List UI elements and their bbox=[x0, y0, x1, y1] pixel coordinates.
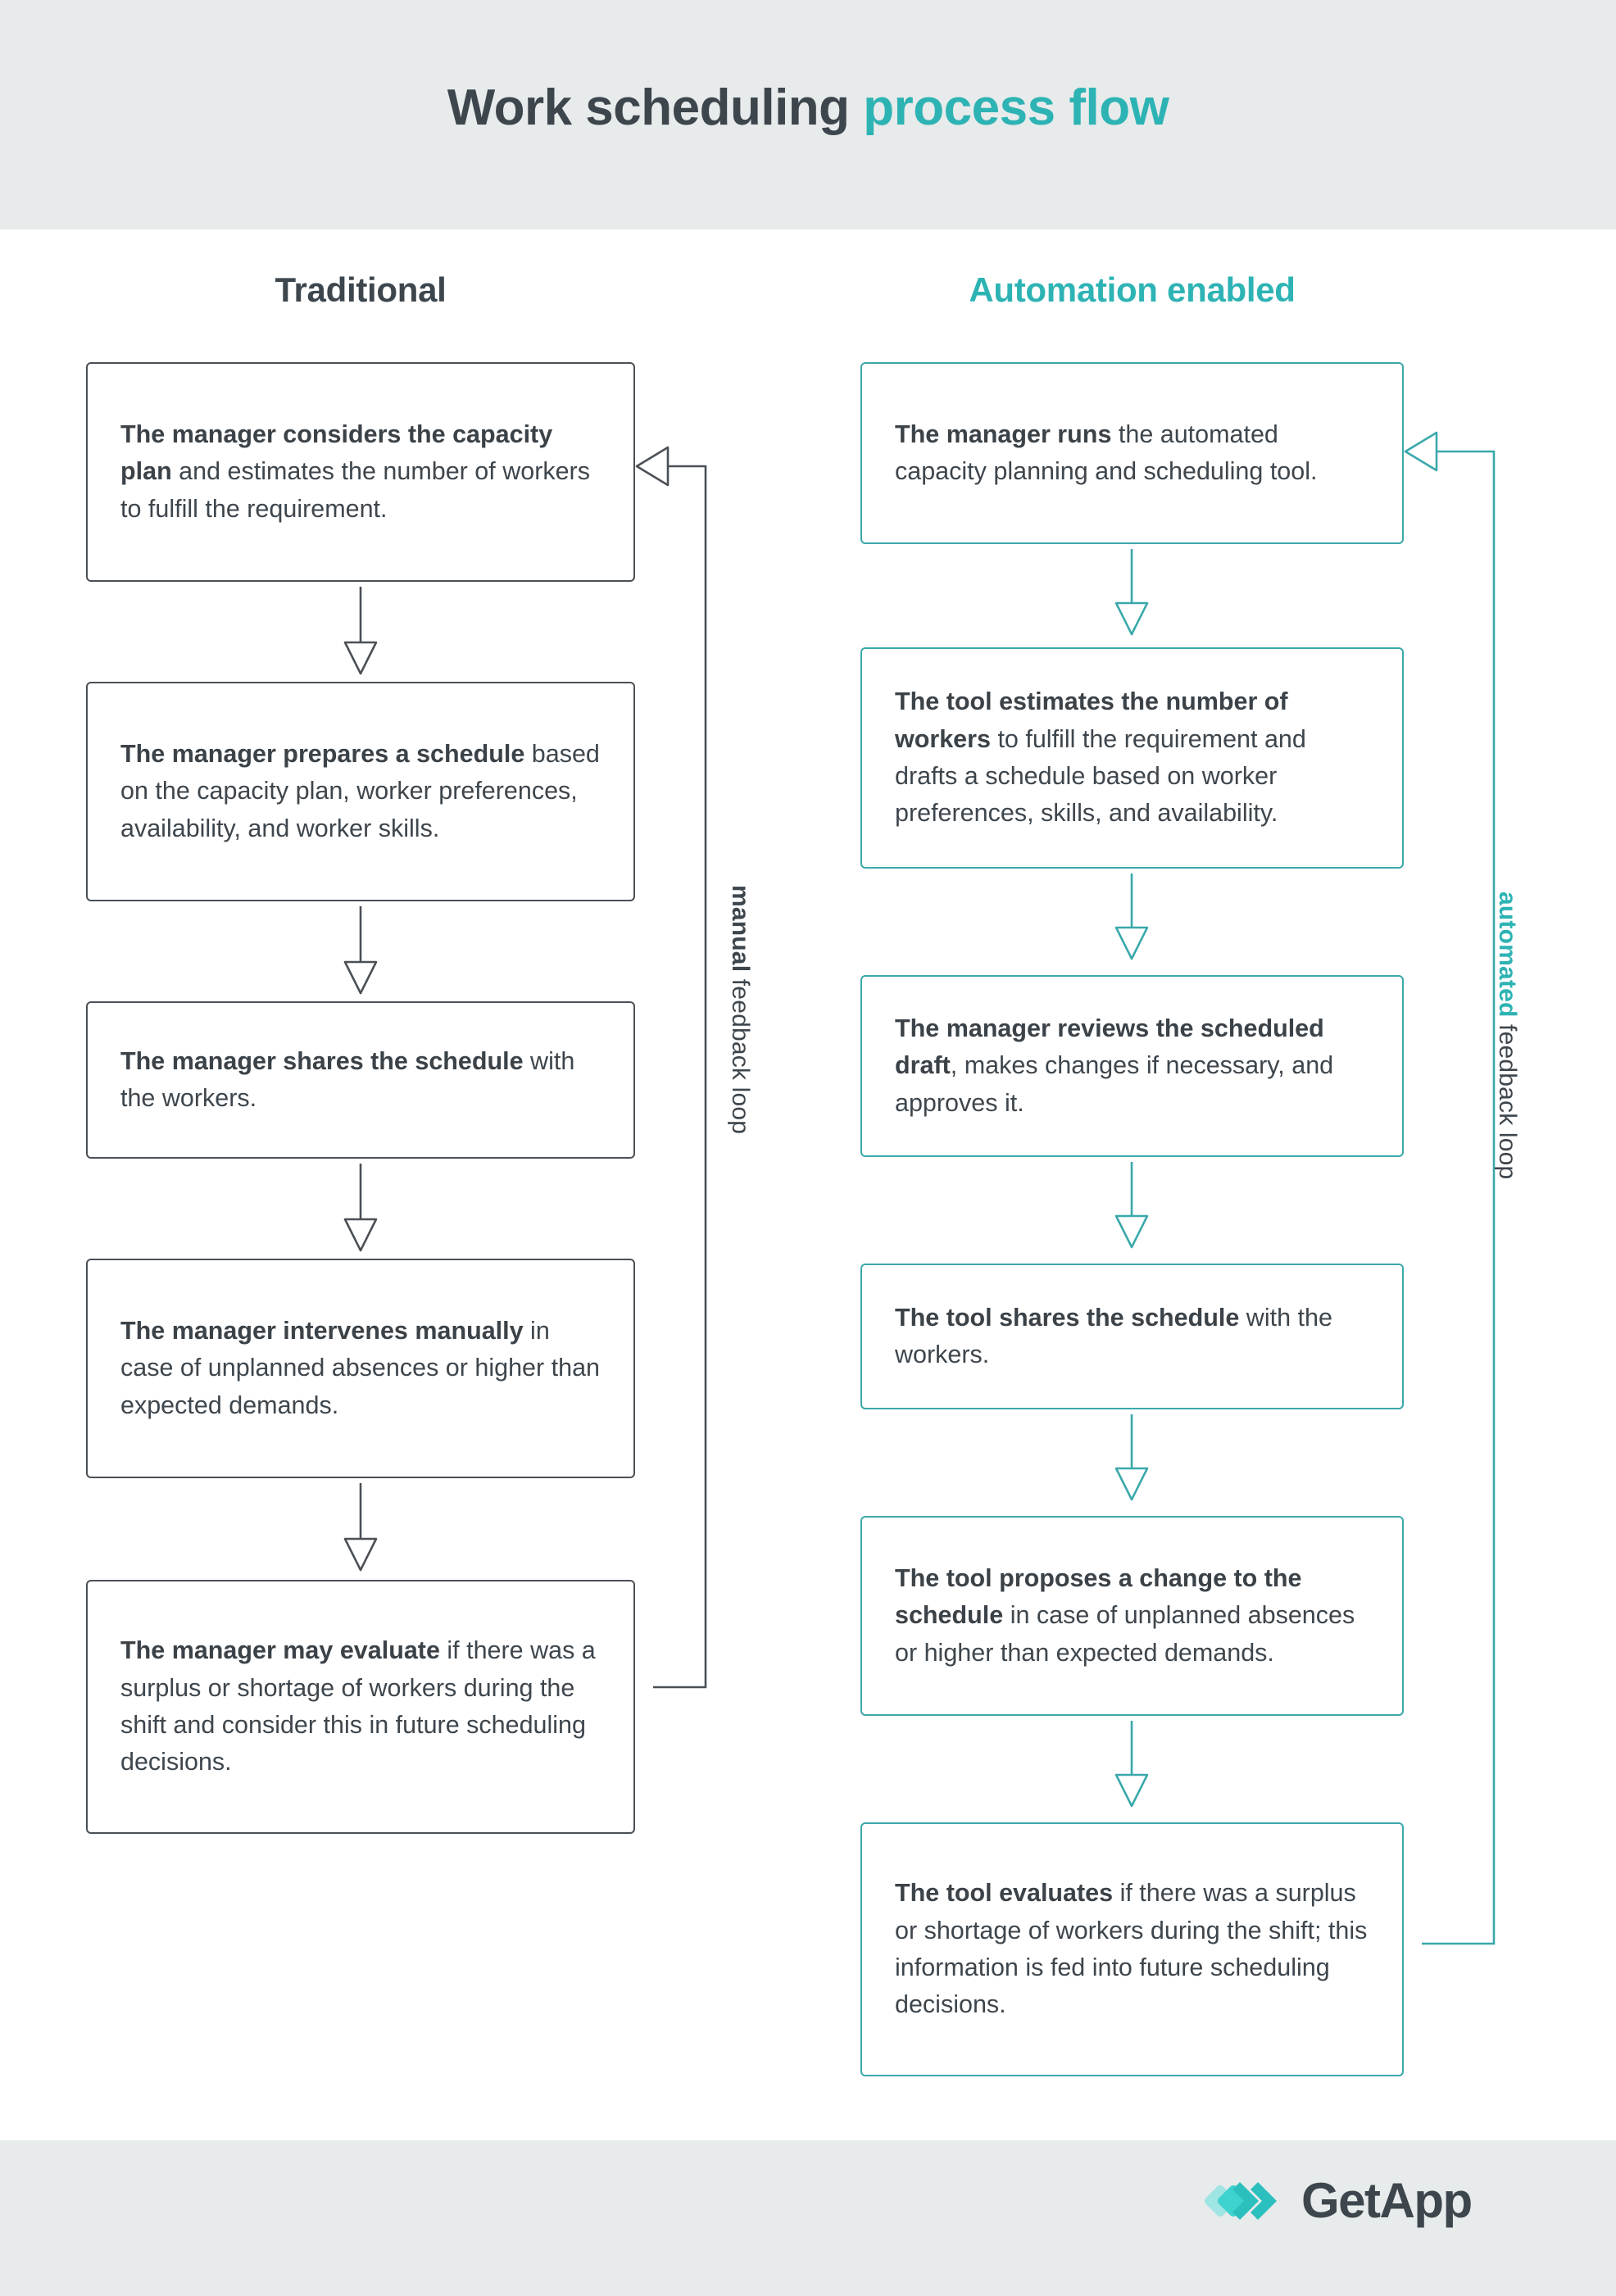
flow-box-text: The tool evaluates if there was a surplu… bbox=[862, 1875, 1402, 2024]
feedback-loop-path-icon bbox=[635, 446, 707, 1689]
flow-box-bold: The manager intervenes manually bbox=[120, 1316, 524, 1345]
down-arrow-traditional-4 bbox=[342, 1483, 379, 1573]
flow-box-text: The tool estimates the number of workers… bbox=[862, 683, 1402, 833]
arrow-down-icon bbox=[1114, 873, 1149, 960]
feedback-loop-automation bbox=[1404, 428, 1518, 1952]
flow-box-rest: to fulfill the requirement and drafts a … bbox=[895, 724, 1306, 828]
footer-band bbox=[0, 2140, 1616, 2296]
feedback-loop-path-icon bbox=[1404, 431, 1496, 1945]
feedback-loop-traditional bbox=[635, 442, 750, 1696]
flow-box-traditional-4: The manager intervenes manually in case … bbox=[86, 1259, 635, 1478]
flow-box-text: The manager reviews the scheduled draft,… bbox=[862, 1010, 1402, 1122]
flow-box-traditional-2: The manager prepares a schedule based on… bbox=[86, 682, 635, 901]
flow-box-text: The manager prepares a schedule based on… bbox=[88, 736, 633, 847]
flow-box-traditional-3: The manager shares the schedule with the… bbox=[86, 1001, 635, 1159]
down-arrow-automation-3 bbox=[1113, 1162, 1151, 1250]
page-title-accent: process flow bbox=[863, 79, 1169, 136]
loop-label-bold: automated bbox=[1494, 892, 1521, 1018]
down-arrow-automation-5 bbox=[1113, 1721, 1151, 1809]
flow-box-rest: based on the capacity plan, worker prefe… bbox=[120, 739, 600, 842]
feedback-loop-label-traditional: manual feedback loop bbox=[727, 885, 754, 1135]
flow-box-rest: and estimates the number of workers to f… bbox=[120, 457, 590, 523]
flow-box-text: The manager intervenes manually in case … bbox=[88, 1313, 633, 1424]
down-arrow-traditional-2 bbox=[342, 906, 379, 996]
down-arrow-traditional-1 bbox=[342, 587, 379, 677]
flow-box-rest: if there was a surplus or shortage of wo… bbox=[895, 1879, 1368, 2019]
loop-label-rest: feedback loop bbox=[1494, 1017, 1521, 1180]
flow-box-rest: with the workers. bbox=[895, 1303, 1332, 1368]
flow-box-bold: The manager prepares a schedule bbox=[120, 739, 525, 768]
loop-label-rest: feedback loop bbox=[727, 972, 754, 1135]
page-title-main: Work scheduling bbox=[447, 79, 850, 136]
arrow-down-icon bbox=[1114, 1162, 1149, 1249]
down-arrow-automation-2 bbox=[1113, 873, 1151, 962]
flow-box-rest: with the workers. bbox=[120, 1046, 575, 1112]
flow-box-rest: the automated capacity planning and sche… bbox=[895, 420, 1318, 485]
flow-box-text: The manager shares the schedule with the… bbox=[88, 1043, 633, 1118]
flow-box-bold: The tool evaluates bbox=[895, 1879, 1114, 1908]
page-title: Work scheduling process flow bbox=[0, 79, 1616, 137]
flow-box-text: The manager considers the capacity plan … bbox=[88, 416, 633, 528]
arrow-down-icon bbox=[343, 1164, 378, 1252]
flow-box-automation-6: The tool evaluates if there was a surplu… bbox=[860, 1822, 1404, 2076]
flow-box-bold: The manager may evaluate bbox=[120, 1636, 440, 1665]
flow-box-bold: The tool estimates the number of workers bbox=[895, 687, 1288, 753]
flow-box-rest: in case of unplanned absences or higher … bbox=[895, 1601, 1355, 1667]
column-header-traditional: Traditional bbox=[275, 270, 447, 309]
header-band bbox=[0, 0, 1616, 229]
arrow-down-icon bbox=[1114, 1721, 1149, 1808]
down-arrow-automation-1 bbox=[1113, 549, 1151, 638]
flow-box-rest: in case of unplanned absences or higher … bbox=[120, 1316, 601, 1419]
column-header-automation-enabled: Automation enabled bbox=[969, 270, 1296, 309]
arrow-down-icon bbox=[343, 906, 378, 995]
flow-box-text: The tool proposes a change to the schedu… bbox=[862, 1560, 1402, 1672]
flow-box-automation-4: The tool shares the schedule with the wo… bbox=[860, 1264, 1404, 1409]
brand-name: GetApp bbox=[1301, 2173, 1473, 2228]
flow-box-bold: The manager considers the capacity plan bbox=[120, 420, 553, 486]
flow-box-text: The manager may evaluate if there was a … bbox=[88, 1632, 633, 1781]
arrow-down-icon bbox=[343, 1483, 378, 1572]
flow-box-automation-2: The tool estimates the number of workers… bbox=[860, 647, 1404, 869]
flow-box-rest: if there was a surplus or shortage of wo… bbox=[120, 1636, 596, 1776]
down-arrow-traditional-3 bbox=[342, 1164, 379, 1254]
arrow-down-icon bbox=[343, 587, 378, 675]
chevrons-icon bbox=[1204, 2182, 1277, 2220]
down-arrow-automation-4 bbox=[1113, 1414, 1151, 1503]
flow-box-automation-5: The tool proposes a change to the schedu… bbox=[860, 1516, 1404, 1716]
flow-box-automation-1: The manager runs the automated capacity … bbox=[860, 362, 1404, 544]
arrow-down-icon bbox=[1114, 1414, 1149, 1501]
arrow-down-icon bbox=[1114, 549, 1149, 636]
feedback-loop-label-automation: automated feedback loop bbox=[1494, 892, 1521, 1180]
flow-box-traditional-1: The manager considers the capacity plan … bbox=[86, 362, 635, 582]
flow-box-automation-3: The manager reviews the scheduled draft,… bbox=[860, 975, 1404, 1157]
flow-box-text: The tool shares the schedule with the wo… bbox=[862, 1300, 1402, 1374]
flow-box-rest: , makes changes if necessary, and approv… bbox=[895, 1051, 1334, 1117]
flow-box-text: The manager runs the automated capacity … bbox=[862, 416, 1402, 491]
flow-box-traditional-5: The manager may evaluate if there was a … bbox=[86, 1580, 635, 1834]
flow-box-bold: The manager reviews the scheduled draft bbox=[895, 1014, 1324, 1080]
loop-label-bold: manual bbox=[727, 885, 754, 973]
flow-box-bold: The manager runs bbox=[895, 420, 1112, 448]
brand-logo: GetApp bbox=[1203, 2173, 1473, 2228]
flow-box-bold: The tool shares the schedule bbox=[895, 1303, 1240, 1332]
flow-box-bold: The manager shares the schedule bbox=[120, 1046, 524, 1075]
flow-box-bold: The tool proposes a change to the schedu… bbox=[895, 1563, 1302, 1630]
